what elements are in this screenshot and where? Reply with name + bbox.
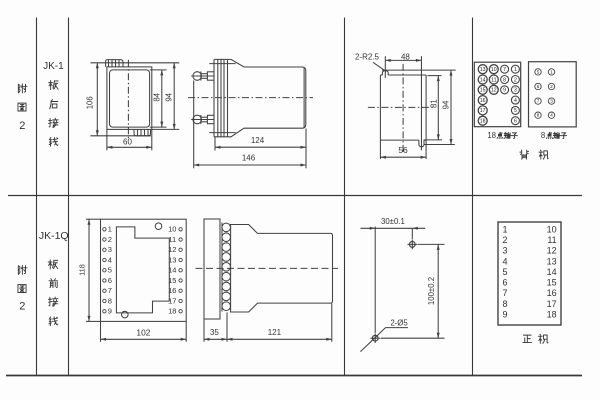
svg-text:9: 9 [108, 307, 112, 316]
svg-text:81: 81 [429, 99, 438, 108]
svg-text:35: 35 [210, 328, 219, 337]
svg-text:2: 2 [108, 235, 112, 244]
svg-text:10: 10 [491, 67, 497, 73]
svg-text:2: 2 [550, 84, 553, 89]
svg-text:11: 11 [491, 77, 496, 83]
svg-text:2: 2 [19, 120, 25, 132]
svg-text:12: 12 [168, 245, 176, 254]
svg-text:6: 6 [514, 118, 517, 124]
svg-text:14: 14 [480, 77, 486, 83]
svg-text:8: 8 [503, 299, 508, 309]
svg-text:18: 18 [480, 118, 486, 124]
svg-text:3: 3 [514, 88, 517, 94]
svg-text:2-Ø5: 2-Ø5 [390, 318, 408, 327]
svg-text:17: 17 [480, 108, 486, 114]
svg-text:4: 4 [503, 256, 508, 266]
svg-text:1: 1 [503, 224, 508, 234]
svg-text:5: 5 [514, 108, 517, 114]
svg-text:JK-1Q: JK-1Q [39, 230, 69, 242]
svg-text:60: 60 [123, 137, 132, 146]
svg-text:10: 10 [547, 224, 557, 234]
svg-text:12: 12 [491, 88, 497, 94]
svg-text:4: 4 [514, 98, 517, 104]
svg-text:11: 11 [547, 235, 556, 245]
svg-text:84: 84 [152, 92, 161, 101]
svg-text:8: 8 [537, 113, 540, 118]
svg-text:3: 3 [550, 99, 553, 104]
svg-text:4: 4 [108, 255, 112, 264]
svg-text:94: 94 [441, 100, 450, 109]
svg-text:146: 146 [242, 154, 256, 163]
svg-text:124: 124 [251, 136, 265, 145]
svg-text:9: 9 [503, 310, 508, 320]
svg-text:10: 10 [168, 225, 176, 234]
svg-text:4: 4 [550, 113, 553, 118]
svg-text:14: 14 [168, 266, 176, 275]
svg-text:13: 13 [480, 67, 486, 73]
svg-text:5: 5 [108, 266, 112, 275]
svg-text:7: 7 [108, 286, 112, 295]
svg-text:8: 8 [541, 131, 545, 140]
svg-text:2: 2 [19, 300, 25, 312]
svg-text:30±0.1: 30±0.1 [381, 217, 405, 226]
svg-text:2: 2 [503, 235, 508, 245]
svg-text:1: 1 [514, 67, 517, 73]
svg-text:94: 94 [164, 92, 173, 101]
svg-text:3: 3 [503, 246, 508, 256]
svg-text:12: 12 [547, 246, 557, 256]
svg-text:13: 13 [168, 255, 176, 264]
svg-text:14: 14 [547, 267, 557, 277]
svg-text:5: 5 [503, 267, 508, 277]
svg-text:102: 102 [136, 327, 150, 337]
svg-text:8: 8 [503, 77, 506, 83]
svg-text:3: 3 [108, 245, 112, 254]
svg-text:9: 9 [503, 88, 506, 94]
svg-text:11: 11 [168, 235, 176, 244]
svg-text:8: 8 [108, 296, 112, 305]
svg-text:18: 18 [547, 310, 557, 320]
svg-text:6: 6 [503, 278, 508, 288]
svg-text:7: 7 [503, 288, 508, 298]
svg-text:15: 15 [547, 278, 557, 288]
svg-text:6: 6 [537, 84, 540, 89]
svg-text:15: 15 [480, 88, 486, 94]
svg-text:17: 17 [168, 296, 176, 305]
svg-text:106: 106 [85, 96, 94, 109]
svg-text:18: 18 [168, 307, 176, 316]
svg-text:100±0.2: 100±0.2 [427, 277, 436, 305]
svg-text:13: 13 [547, 256, 557, 266]
svg-text:1: 1 [550, 69, 553, 74]
svg-text:118: 118 [78, 264, 87, 276]
svg-text:2: 2 [514, 77, 517, 83]
svg-text:17: 17 [547, 299, 557, 309]
svg-text:7: 7 [503, 67, 506, 73]
svg-text:48: 48 [401, 52, 410, 61]
svg-text:16: 16 [480, 98, 486, 104]
svg-text:15: 15 [168, 276, 176, 285]
svg-text:5: 5 [537, 69, 540, 74]
svg-text:1: 1 [108, 225, 112, 234]
svg-text:7: 7 [537, 99, 540, 104]
svg-text:16: 16 [547, 288, 557, 298]
svg-text:JK-1: JK-1 [43, 61, 64, 72]
svg-text:18: 18 [487, 131, 496, 140]
svg-text:2-R2.5: 2-R2.5 [355, 53, 380, 62]
svg-text:6: 6 [108, 276, 112, 285]
svg-text:16: 16 [168, 286, 176, 295]
svg-text:121: 121 [268, 328, 282, 337]
